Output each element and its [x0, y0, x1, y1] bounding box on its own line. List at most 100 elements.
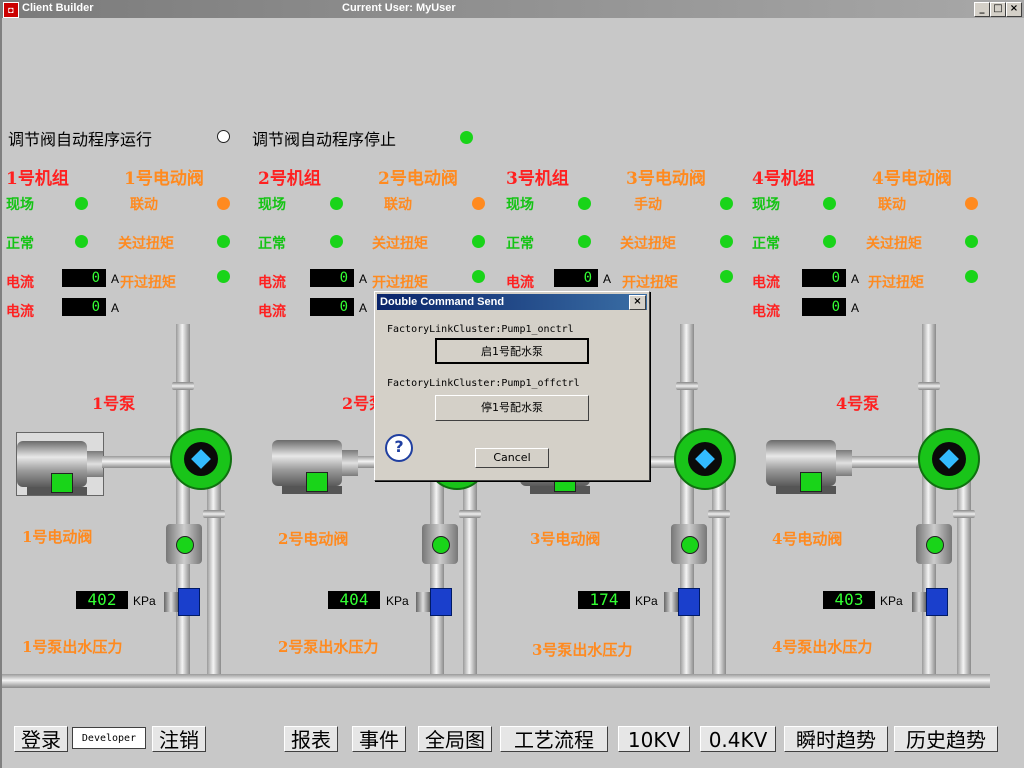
valve-4-open-torque-label: 开过扭矩	[868, 275, 924, 291]
valve-4-actuator[interactable]	[916, 524, 952, 564]
valve-1-close-torque-label: 关过扭矩	[118, 236, 174, 252]
valve-3-close-torque-label: 关过扭矩	[620, 236, 676, 252]
unit-1-current-unit: A	[111, 272, 120, 286]
valve-1-title: 1号电动阀	[124, 169, 204, 189]
user-field[interactable]: Developer	[72, 727, 146, 749]
unit-3-current-value: 0	[554, 269, 598, 287]
unit-4-title: 4号机组	[752, 169, 815, 189]
joint	[708, 510, 730, 518]
joint	[918, 382, 940, 390]
close-button[interactable]: ×	[1006, 2, 1022, 17]
stop-pump-button[interactable]: 停1号配水泵	[435, 395, 589, 421]
joint	[953, 510, 975, 518]
start-pump-button[interactable]: 启1号配水泵	[435, 338, 589, 364]
minimize-button[interactable]: _	[974, 2, 990, 17]
unit-4-normal-label: 正常	[752, 236, 780, 252]
unit-3-current-unit: A	[603, 272, 612, 286]
unit-4-current-label: 电流	[752, 275, 780, 291]
double-command-dialog: Double Command Send × FactoryLinkCluster…	[374, 291, 650, 481]
pressure-4-unit: KPa	[880, 594, 903, 608]
dialog-close-button[interactable]: ×	[629, 295, 646, 310]
unit-3-normal-label: 正常	[506, 236, 534, 252]
pump-1[interactable]	[170, 428, 232, 490]
unit-2-normal-indicator	[330, 235, 343, 248]
unit-3-normal-indicator	[578, 235, 591, 248]
04kv-button[interactable]: 0.4KV	[700, 726, 776, 752]
valve-1-open-torque-label: 开过扭矩	[120, 275, 176, 291]
valve-2-close-torque-label: 关过扭矩	[372, 236, 428, 252]
pump-4[interactable]	[918, 428, 980, 490]
10kv-button[interactable]: 10KV	[618, 726, 690, 752]
valve-1-mode-label: 联动	[130, 197, 158, 213]
unit-2-title: 2号机组	[258, 169, 321, 189]
valve-3-title: 3号电动阀	[626, 169, 706, 189]
report-button[interactable]: 报表	[284, 726, 338, 752]
valve-2-actuator[interactable]	[422, 524, 458, 564]
cancel-button[interactable]: Cancel	[475, 448, 549, 468]
pressure-2-label: 2号泵出水压力	[278, 638, 379, 656]
valve-1-actuator[interactable]	[166, 524, 202, 564]
realtime-trend-button[interactable]: 瞬时趋势	[784, 726, 888, 752]
unit-2-normal-label: 正常	[258, 236, 286, 252]
pump-4-label: 4号泵	[836, 394, 880, 413]
pump-3[interactable]	[674, 428, 736, 490]
unit-4-local-indicator	[823, 197, 836, 210]
valve-2-open-torque-label: 开过扭矩	[372, 275, 428, 291]
unit-1-normal-indicator	[75, 235, 88, 248]
process-button[interactable]: 工艺流程	[500, 726, 608, 752]
joint	[459, 510, 481, 518]
unit-3-local-label: 现场	[506, 197, 534, 213]
app-title: Client Builder	[22, 2, 94, 14]
joint	[676, 382, 698, 390]
valve-4-close-torque-label: 关过扭矩	[866, 236, 922, 252]
valve-3-open-torque-indicator	[720, 270, 733, 283]
unit-2-current2-value: 0	[310, 298, 354, 316]
event-button[interactable]: 事件	[352, 726, 406, 752]
login-button[interactable]: 登录	[14, 726, 68, 752]
joint	[203, 510, 225, 518]
unit-4-current2-label: 电流	[752, 304, 780, 320]
auto-run-indicator	[217, 130, 230, 143]
unit-1-title: 1号机组	[6, 169, 69, 189]
valve-2-mode-label: 联动	[384, 197, 412, 213]
pipe-2b	[463, 480, 477, 676]
history-trend-button[interactable]: 历史趋势	[894, 726, 998, 752]
pressure-4-label: 4号泵出水压力	[772, 638, 873, 656]
logout-button[interactable]: 注销	[152, 726, 206, 752]
app-icon[interactable]: ◘	[3, 2, 19, 18]
valve-3-close-torque-indicator	[720, 235, 733, 248]
valve-3-open-torque-label: 开过扭矩	[622, 275, 678, 291]
unit-4-current2-unit: A	[851, 301, 860, 315]
valve-4-mode-indicator	[965, 197, 978, 210]
motor-4[interactable]	[766, 432, 852, 494]
valve-1-label: 1号电动阀	[22, 528, 93, 546]
unit-4-current-value: 0	[802, 269, 846, 287]
valve-2-mode-indicator	[472, 197, 485, 210]
offctrl-label: FactoryLinkCluster:Pump1_offctrl	[387, 378, 580, 389]
pressure-2-value: 404	[328, 591, 380, 609]
dialog-title: Double Command Send	[377, 294, 647, 310]
title-bar: ◘ Client Builder Current User: MyUser _ …	[0, 0, 1024, 18]
unit-1-current2-value: 0	[62, 298, 106, 316]
pipe-3	[680, 324, 694, 676]
valve-2-open-torque-indicator	[472, 270, 485, 283]
main-pipe	[2, 674, 990, 688]
shaft-1	[102, 456, 172, 468]
pressure-sensor-2	[416, 588, 452, 616]
maximize-button[interactable]: □	[990, 2, 1006, 17]
motor-2[interactable]	[272, 432, 358, 494]
unit-1-current-value: 0	[62, 269, 106, 287]
valve-4-open-torque-indicator	[965, 270, 978, 283]
motor-1[interactable]	[16, 432, 104, 496]
pressure-1-value: 402	[76, 591, 128, 609]
valve-4-close-torque-indicator	[965, 235, 978, 248]
question-icon: ?	[385, 434, 413, 462]
valve-3-actuator[interactable]	[671, 524, 707, 564]
unit-1-current-label: 电流	[6, 275, 34, 291]
pressure-4-value: 403	[823, 591, 875, 609]
overview-button[interactable]: 全局图	[418, 726, 492, 752]
unit-1-local-label: 现场	[6, 197, 34, 213]
valve-4-title: 4号电动阀	[872, 169, 952, 189]
unit-2-current-label: 电流	[258, 275, 286, 291]
unit-2-current-value: 0	[310, 269, 354, 287]
